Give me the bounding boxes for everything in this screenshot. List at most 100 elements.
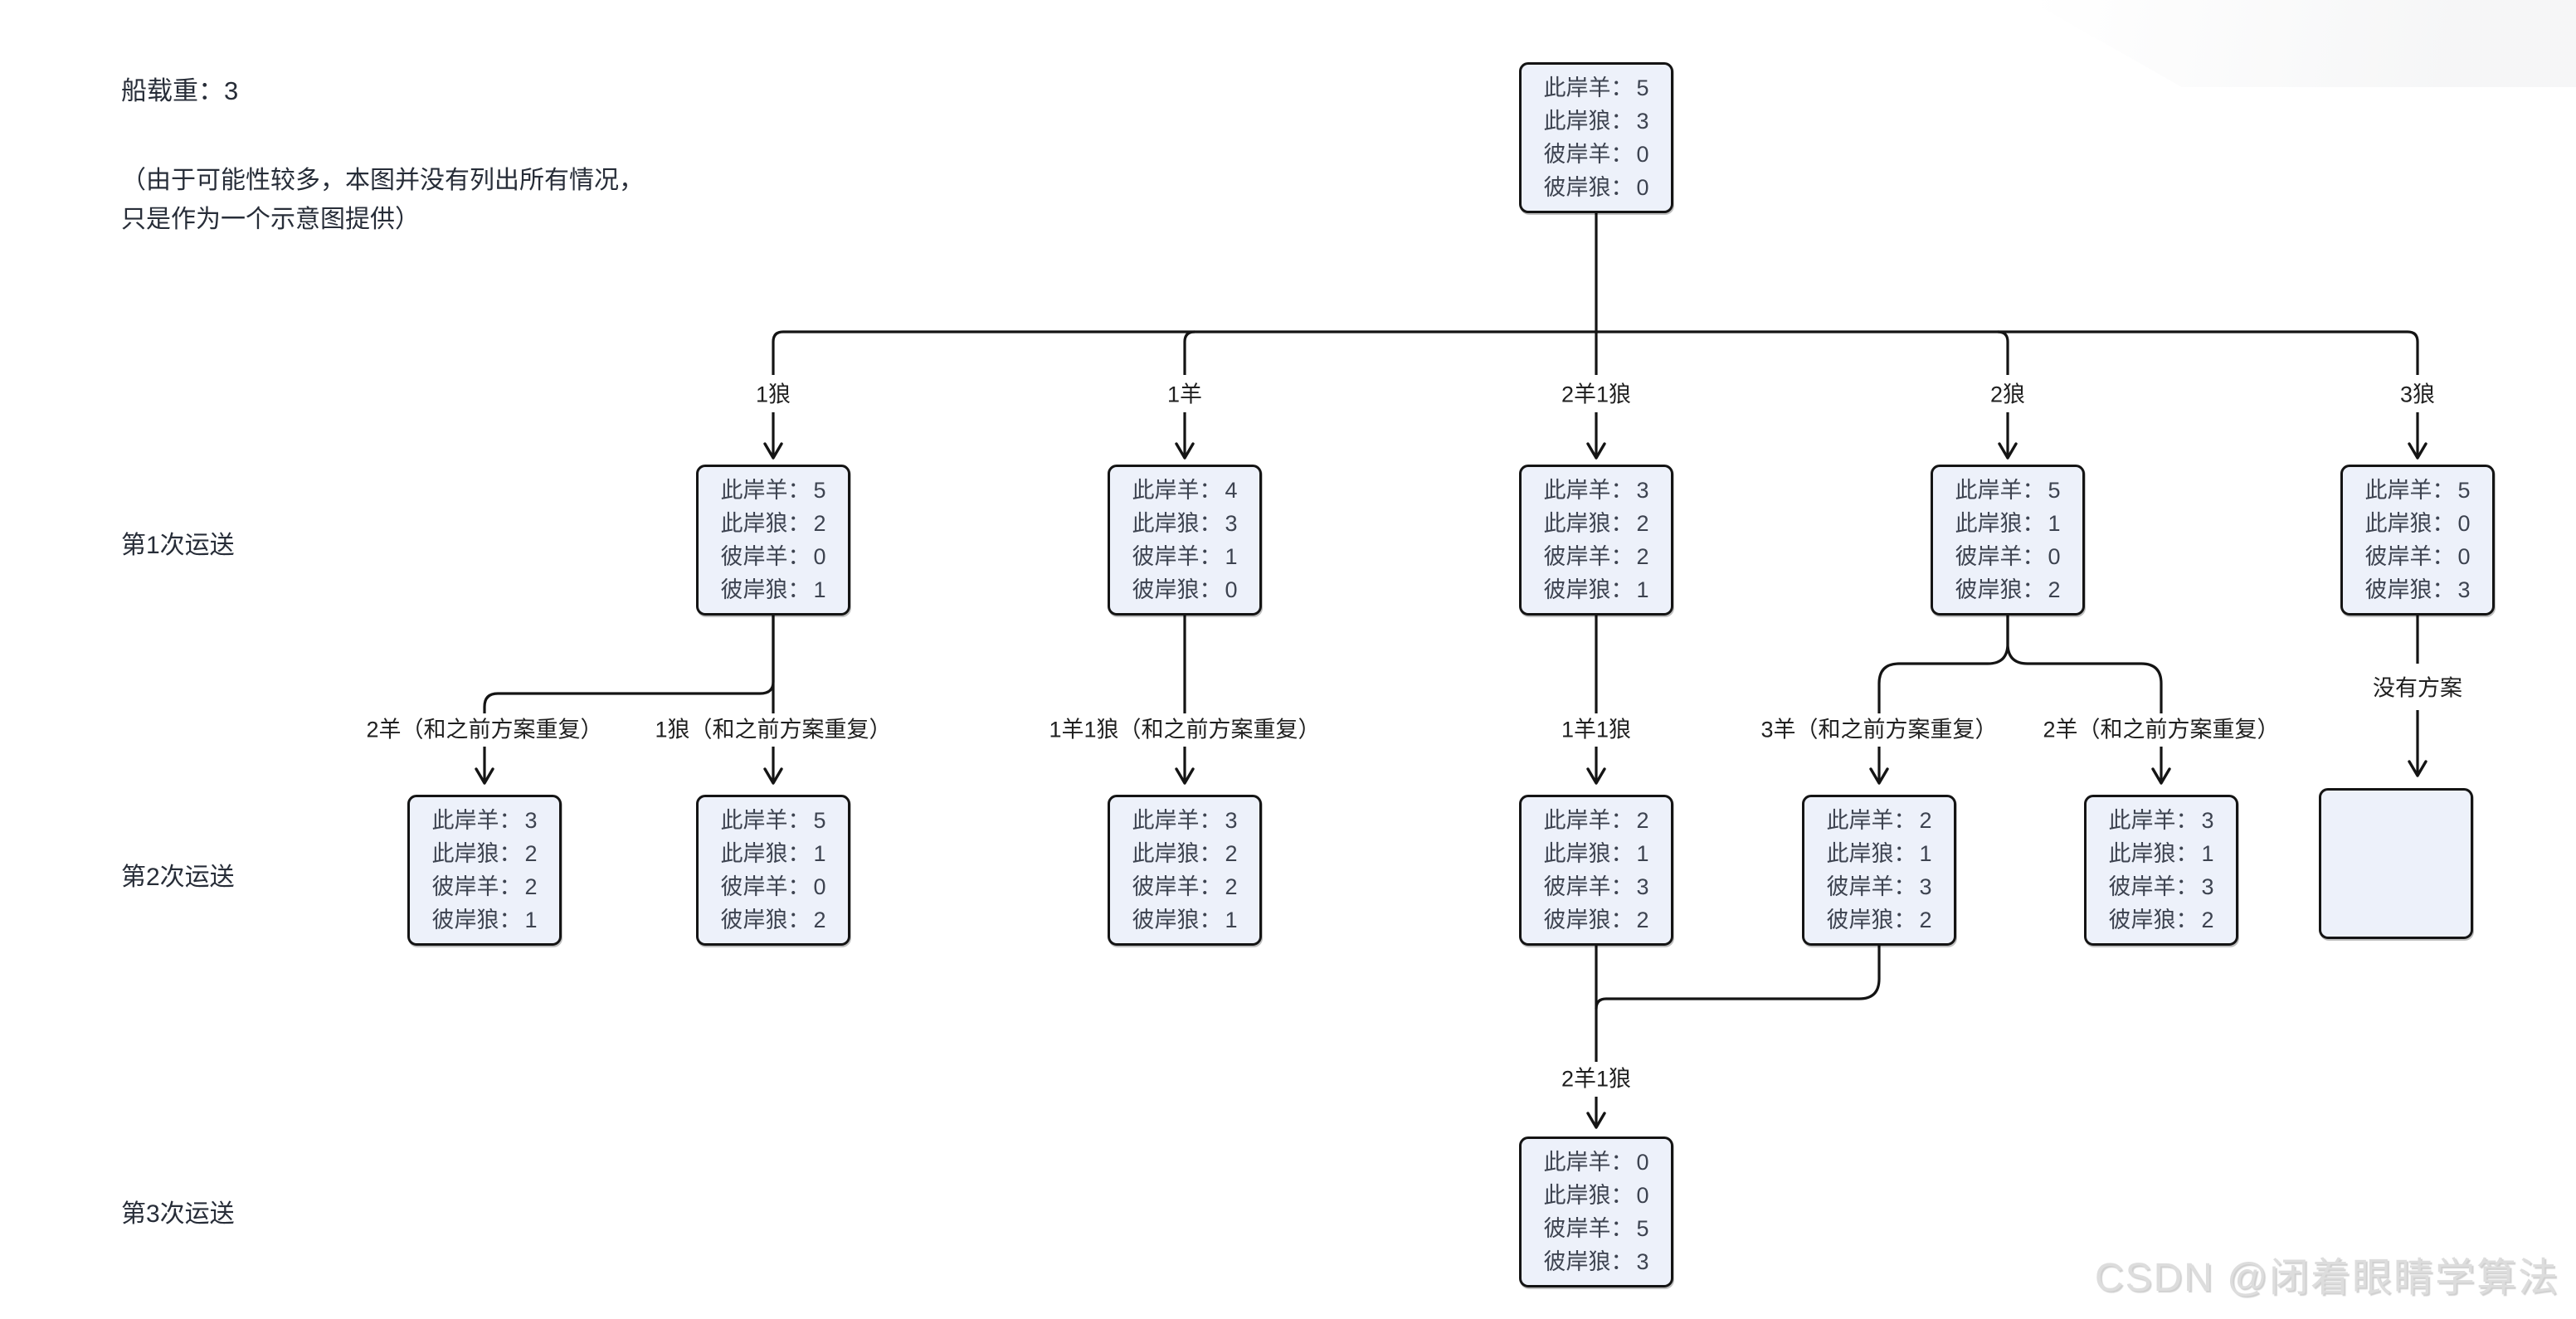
- field-label: 彼岸狼：: [431, 907, 522, 932]
- field-value: 3: [1636, 108, 1649, 134]
- state-line: 此岸狼：1: [2108, 838, 2213, 870]
- field-value: 3: [1636, 874, 1649, 899]
- state-line: 此岸羊：5: [720, 805, 825, 837]
- field-label: 此岸狼：: [431, 840, 522, 866]
- field-label: 彼岸羊：: [1826, 874, 1916, 899]
- row-label-trip-1: 第1次运送: [121, 532, 235, 559]
- field-value: 0: [2048, 543, 2061, 569]
- field-value: 1: [1919, 840, 1932, 866]
- field-label: 彼岸狼：: [1132, 577, 1222, 602]
- field-value: 2: [2048, 577, 2061, 602]
- field-label: 彼岸羊：: [1543, 543, 1634, 569]
- state-line: 此岸狼：3: [1132, 508, 1237, 540]
- field-label: 彼岸狼：: [720, 907, 811, 932]
- edge-label-e7: 1狼（和之前方案重复）: [655, 717, 892, 742]
- state-line: 此岸羊：4: [1132, 475, 1237, 507]
- field-label: 彼岸羊：: [1543, 874, 1634, 899]
- field-label: 彼岸狼：: [1132, 907, 1222, 932]
- state-line: 此岸狼：0: [1543, 1180, 1648, 1212]
- state-line: 此岸羊：5: [2364, 475, 2470, 507]
- state-line: 彼岸狼：2: [1826, 904, 1931, 937]
- state-line: 彼岸羊：0: [1955, 541, 2060, 573]
- field-value: 1: [813, 577, 826, 602]
- field-label: 彼岸狼：: [1955, 577, 2045, 602]
- field-value: 5: [813, 477, 826, 503]
- edge-n10-merge: [1595, 946, 1881, 1010]
- state-line: 彼岸羊：0: [1543, 139, 1648, 171]
- field-label: 彼岸狼：: [1543, 174, 1634, 200]
- field-label: 彼岸狼：: [1543, 1248, 1634, 1274]
- field-value: 1: [524, 907, 538, 932]
- field-value: 1: [1225, 543, 1238, 569]
- row-label-trip-2: 第2次运送: [121, 864, 235, 891]
- field-value: 5: [2457, 477, 2471, 503]
- field-value: 1: [813, 840, 826, 866]
- field-value: 1: [2201, 840, 2214, 866]
- state-line: 此岸狼：2: [431, 838, 537, 870]
- field-label: 彼岸羊：: [2108, 874, 2199, 899]
- state-line: 彼岸羊：2: [1132, 871, 1237, 903]
- state-line: 彼岸狼：0: [1132, 574, 1237, 606]
- field-label: 彼岸羊：: [1955, 543, 2045, 569]
- field-value: 1: [1225, 907, 1238, 932]
- state-line: 此岸羊：2: [1543, 805, 1648, 837]
- state-line: 彼岸羊：5: [1543, 1213, 1648, 1245]
- state-line: 彼岸羊：3: [1543, 871, 1648, 903]
- field-value: 1: [1636, 577, 1649, 602]
- field-label: 彼岸狼：: [2364, 577, 2455, 602]
- state-line: 彼岸羊：1: [1132, 541, 1237, 573]
- field-value: 2: [1636, 907, 1649, 932]
- field-value: 2: [524, 874, 538, 899]
- state-line: 彼岸狼：0: [1543, 172, 1648, 204]
- field-value: 0: [1636, 1149, 1649, 1175]
- field-value: 2: [1919, 907, 1932, 932]
- field-value: 2: [1919, 807, 1932, 833]
- field-label: 此岸羊：: [1132, 477, 1222, 503]
- field-value: 0: [1636, 141, 1649, 167]
- field-value: 3: [2457, 577, 2471, 602]
- field-label: 彼岸狼：: [1543, 577, 1634, 602]
- field-label: 此岸羊：: [1543, 75, 1634, 100]
- field-label: 此岸羊：: [1132, 807, 1222, 833]
- edge-label-e9: 1羊1狼: [1561, 717, 1632, 742]
- state-line: 此岸狼：2: [1543, 508, 1648, 540]
- state-line: 此岸狼：1: [1955, 508, 2060, 540]
- field-label: 此岸羊：: [1543, 1149, 1634, 1175]
- field-value: 0: [1636, 174, 1649, 200]
- field-value: 3: [524, 807, 538, 833]
- field-label: 彼岸羊：: [1543, 1215, 1634, 1241]
- field-label: 此岸狼：: [2364, 510, 2455, 536]
- field-label: 此岸羊：: [2108, 807, 2199, 833]
- state-line: 彼岸狼：1: [720, 574, 825, 606]
- edge-label-e10: 3羊（和之前方案重复）: [1760, 717, 1998, 742]
- field-value: 2: [813, 907, 826, 932]
- edge-label-e11: 2羊（和之前方案重复）: [2043, 717, 2280, 742]
- field-value: 2: [1636, 807, 1649, 833]
- state-line: 此岸羊：5: [720, 475, 825, 507]
- field-label: 此岸狼：: [1543, 1182, 1634, 1208]
- edge-label-e13: 2羊1狼: [1561, 1066, 1632, 1092]
- field-value: 0: [1636, 1182, 1649, 1208]
- state-line: 彼岸羊：3: [2108, 871, 2213, 903]
- csdn-watermark: CSDN @闭着眼睛学算法: [2094, 1256, 2559, 1300]
- field-value: 2: [1225, 840, 1238, 866]
- field-label: 此岸羊：: [1955, 477, 2045, 503]
- state-line: 此岸狼：3: [1543, 105, 1648, 138]
- field-label: 此岸狼：: [1132, 840, 1222, 866]
- field-label: 此岸狼：: [1543, 510, 1634, 536]
- field-label: 此岸羊：: [1543, 477, 1634, 503]
- field-label: 此岸狼：: [1543, 840, 1634, 866]
- state-node-n12: [2319, 788, 2473, 939]
- boat-capacity-title: 船载重：3: [121, 76, 239, 105]
- field-label: 彼岸狼：: [1543, 907, 1634, 932]
- field-value: 2: [813, 510, 826, 536]
- field-label: 此岸狼：: [1132, 510, 1222, 536]
- field-label: 此岸羊：: [720, 807, 811, 833]
